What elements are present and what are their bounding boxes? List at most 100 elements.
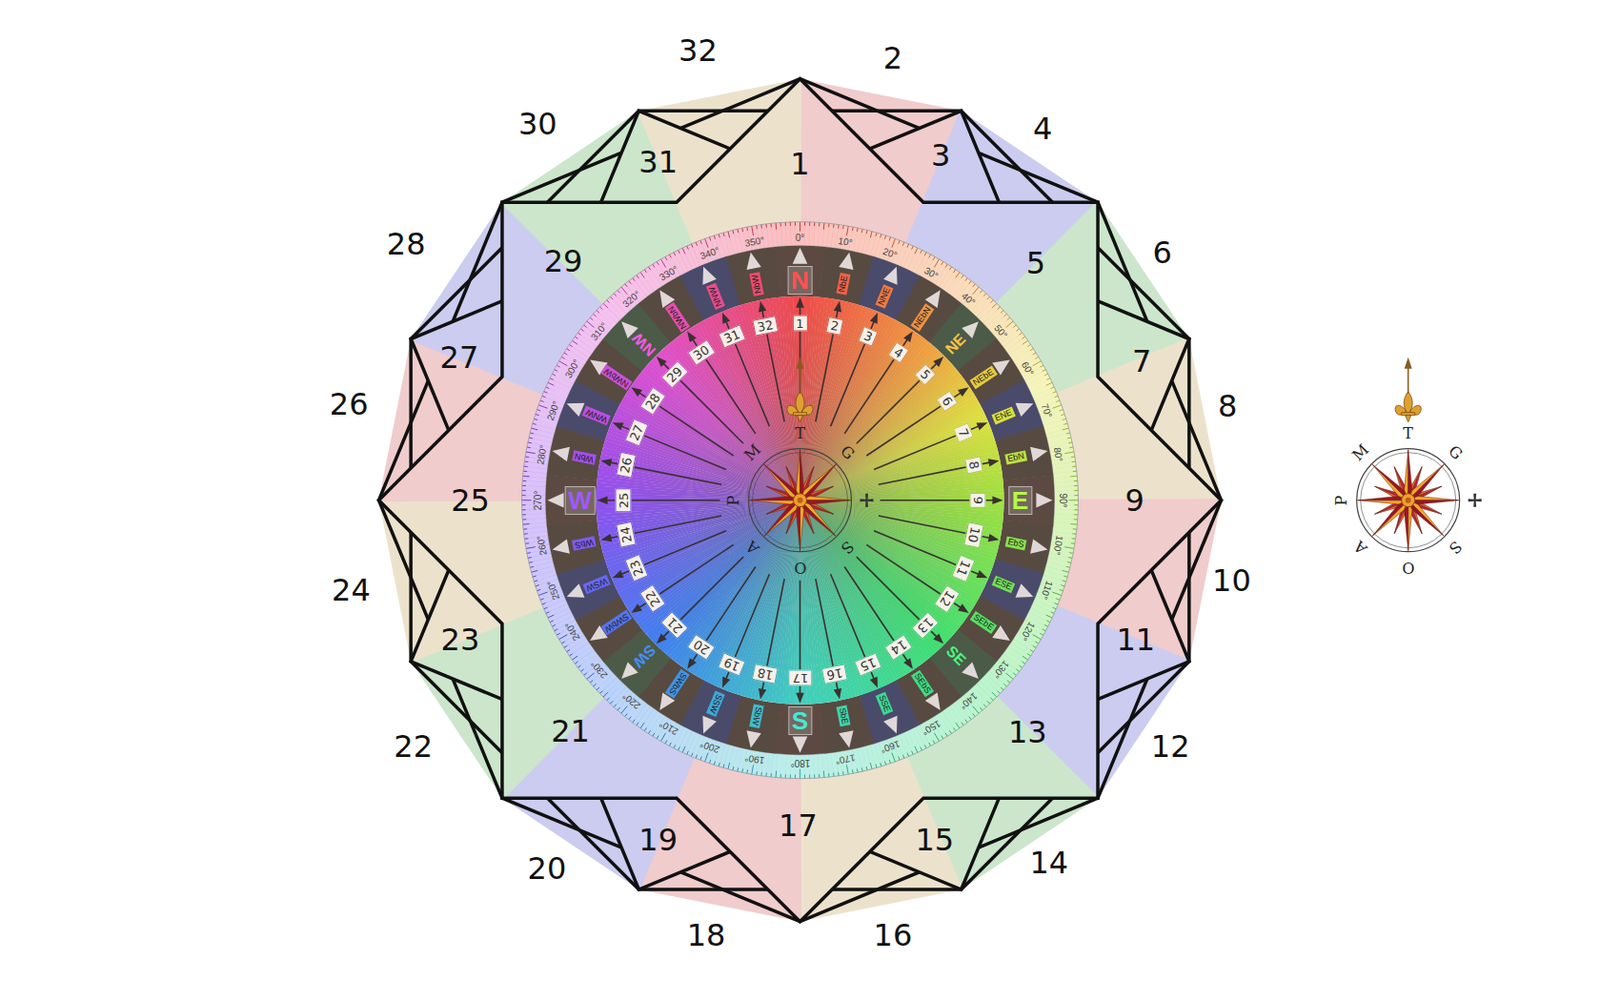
- degree-ring: [556, 632, 560, 635]
- point-arrowhead: [1015, 583, 1034, 597]
- rhumb-spoke: [656, 356, 668, 367]
- degree-ring: [564, 645, 568, 648]
- degree-ring: [528, 437, 533, 440]
- region-number: 28: [386, 228, 426, 260]
- rhumb-spoke: [988, 458, 1000, 466]
- degree-ring: [574, 336, 578, 339]
- degree-ring: [1069, 445, 1074, 448]
- degree-ring: [682, 247, 686, 254]
- degree-ring: [1015, 668, 1019, 671]
- rhumb-spoke: [795, 297, 804, 308]
- degree-ring: [828, 772, 830, 777]
- degree-ring: [525, 542, 529, 545]
- wind-rose: [1372, 464, 1408, 500]
- wind-rose: [1408, 500, 1444, 536]
- degree-ring: [1068, 441, 1073, 444]
- degree-ring: [987, 700, 991, 704]
- degree-ring: [523, 523, 530, 526]
- degree-ring: [648, 729, 650, 733]
- degree-ring: [1069, 499, 1079, 501]
- degree-ring: [1006, 672, 1014, 679]
- degree-ring: [884, 761, 886, 766]
- degree-ring: [1071, 456, 1075, 459]
- degree-ring: [522, 489, 527, 491]
- degree-label: 180°: [789, 757, 811, 768]
- degree-ring: [529, 432, 534, 435]
- north-pointer: [796, 357, 805, 369]
- degree-ring: [636, 274, 639, 278]
- degree-ring: [953, 727, 956, 730]
- degree-ring: [1012, 672, 1016, 676]
- degree-ring: [1059, 588, 1064, 590]
- point-band: [819, 694, 874, 753]
- point-arrowhead: [883, 266, 897, 285]
- degree-ring: [1012, 324, 1016, 328]
- degree-ring: [789, 222, 796, 246]
- degree-ring: [769, 772, 771, 777]
- degree-ring: [992, 691, 997, 697]
- degree-ring: [705, 752, 709, 762]
- degree-ring: [549, 378, 554, 381]
- wind-rose: [797, 497, 804, 504]
- rhumb-spoke: [722, 312, 730, 325]
- degree-ring: [538, 405, 547, 408]
- wind-rose: [749, 500, 801, 505]
- degree-ring: [1030, 649, 1033, 652]
- degree-ring: [546, 386, 550, 389]
- degree-ring: [837, 771, 840, 776]
- degree-ring: [997, 306, 1001, 310]
- rhumb-spoke: [795, 692, 804, 704]
- degree-ring: [775, 222, 778, 230]
- degree-ring: [625, 283, 628, 287]
- degree-ring: [599, 306, 603, 310]
- degree-ring: [751, 764, 754, 774]
- degree-ring: [1064, 546, 1074, 549]
- degree-ring: [1062, 569, 1070, 572]
- degree-ring: [1054, 603, 1059, 605]
- rhumb-spoke: [975, 569, 988, 578]
- degree-ring: [891, 752, 895, 762]
- wind-letter: O: [1401, 559, 1415, 575]
- degree-label: 270°: [533, 489, 544, 510]
- wind-rose: [1405, 497, 1412, 504]
- region-number: 17: [778, 810, 818, 841]
- region-number: 31: [638, 146, 678, 178]
- rhumb-spoke: [903, 657, 913, 669]
- degree-ring: [559, 361, 568, 366]
- degree-label: 80°: [1052, 446, 1064, 464]
- degree-ring: [532, 575, 537, 577]
- fleur-de-lis: [1401, 412, 1416, 416]
- degree-ring: [1030, 348, 1033, 351]
- degree-ring: [1046, 382, 1053, 385]
- region-number: 4: [1032, 113, 1053, 144]
- degree-ring: [1073, 480, 1078, 482]
- rhumb-spoke: [630, 386, 643, 397]
- point-band: [994, 425, 1054, 481]
- region-number: 18: [687, 919, 727, 951]
- point-arrowhead: [961, 321, 979, 339]
- wind-letter: G: [1445, 443, 1465, 463]
- degree-ring: [1070, 523, 1077, 526]
- region-number: 1: [789, 148, 810, 180]
- degree-ring: [532, 423, 537, 425]
- degree-ring: [794, 774, 796, 779]
- degree-ring: [551, 624, 556, 627]
- degree-ring: [1004, 683, 1008, 687]
- degree-ring: [731, 229, 734, 234]
- point-arrowhead: [961, 661, 979, 679]
- region-number: 24: [331, 574, 371, 606]
- degree-ring: [636, 722, 639, 726]
- degree-ring: [1000, 310, 1004, 314]
- point-band: [774, 703, 826, 755]
- wind-rose: [793, 493, 808, 507]
- degree-ring: [617, 289, 621, 293]
- degree-ring: [812, 753, 820, 778]
- degree-ring: [1039, 364, 1043, 367]
- degree-ring: [617, 707, 621, 710]
- fleur-de-lis: [1395, 391, 1421, 423]
- rhumb-spoke: [601, 533, 613, 542]
- rhumb-spoke: [833, 301, 842, 313]
- degree-ring: [1022, 340, 1029, 345]
- region-number: 3: [931, 140, 951, 171]
- degree-ring: [524, 461, 528, 464]
